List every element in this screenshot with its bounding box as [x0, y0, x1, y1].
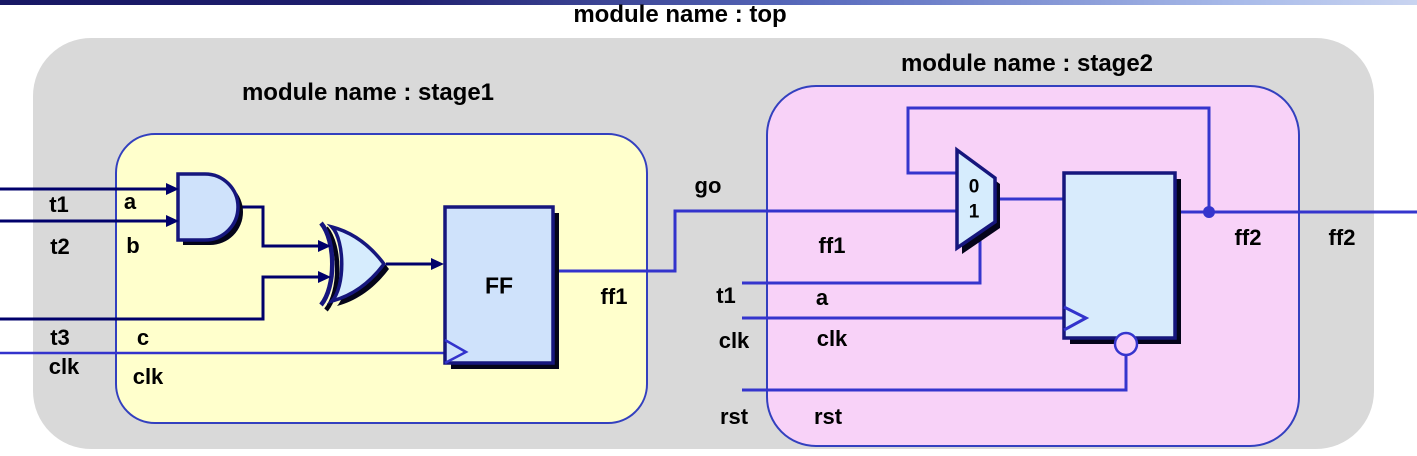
label-stage1-ff: FF: [484, 272, 514, 299]
label-input-t3: t3: [50, 325, 70, 350]
label-stage2-port-clk: clk: [816, 326, 848, 351]
stage2-module-title: module name : stage2: [900, 50, 1154, 77]
stage1-module-box: [115, 133, 648, 424]
label-mux-input1: 1: [968, 201, 980, 223]
slide-accent-bar: [0, 0, 1417, 5]
label-net-rst: rst: [719, 404, 749, 429]
label-top-ff2: ff2: [1328, 225, 1356, 250]
label-mux-input0: 0: [968, 176, 980, 198]
label-stage1-port-c: c: [136, 325, 150, 350]
label-net-t1: t1: [716, 283, 736, 308]
label-stage1-ff1: ff1: [600, 284, 628, 309]
stage1-module-title: module name : stage1: [241, 79, 495, 106]
label-stage1-port-clk: clk: [132, 364, 164, 389]
label-stage1-port-a: a: [123, 189, 137, 214]
label-input-t1: t1: [49, 192, 69, 217]
label-net-go: go: [694, 173, 722, 198]
label-stage1-port-b: b: [126, 233, 140, 258]
label-input-t2: t2: [50, 234, 70, 259]
top-module-title: module name : top: [573, 1, 787, 28]
label-stage2-port-ff1: ff1: [818, 233, 846, 258]
label-net-clk: clk: [718, 328, 750, 353]
label-stage2-port-rst: rst: [813, 404, 843, 429]
label-input-clk: clk: [48, 354, 80, 379]
label-stage2-ff2: ff2: [1234, 225, 1262, 250]
label-stage2-port-a: a: [815, 285, 829, 310]
stage2-module-box: [766, 85, 1300, 447]
